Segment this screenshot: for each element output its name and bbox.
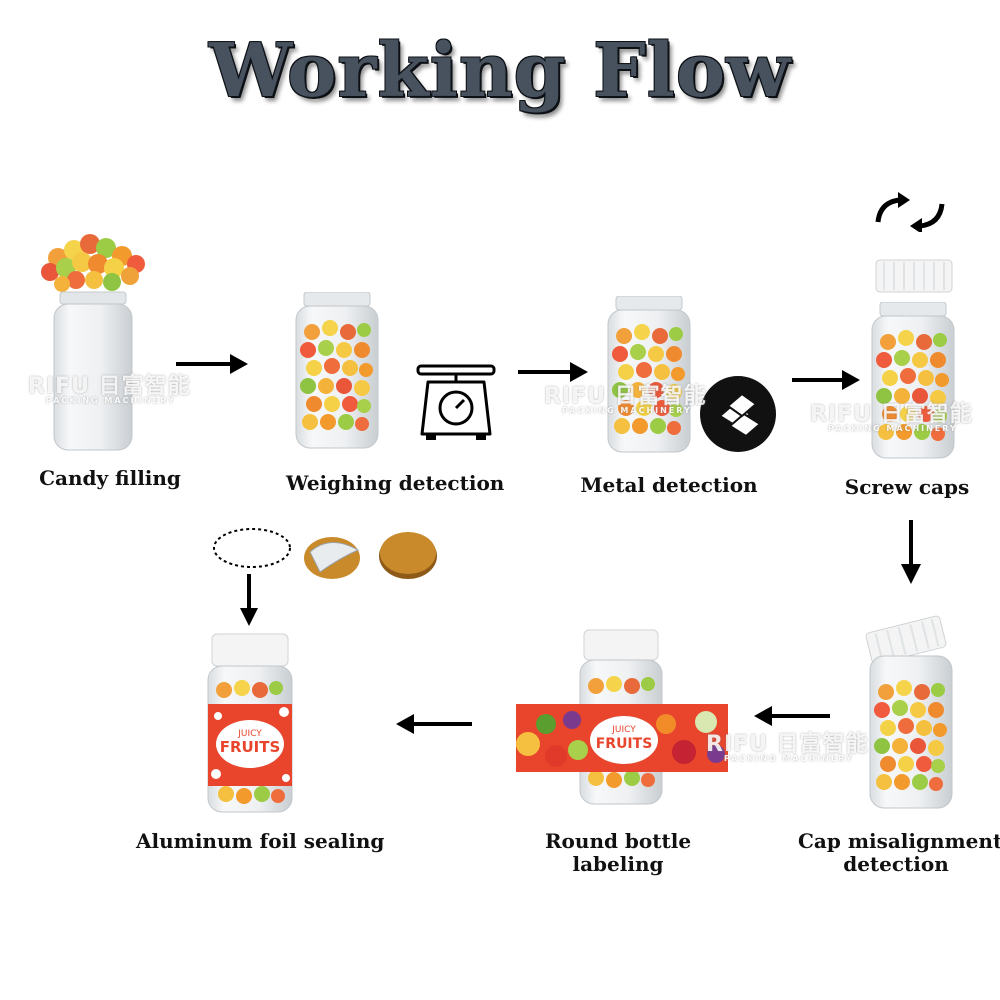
- arrow-right-icon: [518, 362, 588, 382]
- step-label-aluminum-foil-sealing: Aluminum foil sealing: [136, 829, 385, 853]
- step-label-candy-filling: Candy filling: [39, 466, 181, 490]
- arrow-right-icon: [176, 354, 248, 374]
- screw-cap-figure: [875, 259, 953, 293]
- watermark: RIFU 日富智能 PACKING MACHINERY: [810, 402, 973, 433]
- weighing-bottle-figure: [295, 292, 379, 449]
- sealed-bottle-figure: JUICY FRUITS: [207, 633, 293, 813]
- watermark: RIFU 日富智能 PACKING MACHINERY: [544, 384, 707, 415]
- foil-seal-outline: [213, 528, 291, 568]
- step-label-cap-misalignment: Cap misalignment detection: [798, 829, 1000, 876]
- arrow-left-icon: [396, 714, 472, 734]
- candy-pile: [41, 234, 145, 292]
- watermark: RIFU 日富智能 PACKING MACHINERY: [706, 732, 869, 763]
- watermark: RIFU 日富智能 PACKING MACHINERY: [28, 374, 191, 405]
- arrow-down-icon: [901, 520, 921, 584]
- arrow-down-icon: [240, 574, 258, 626]
- cap-misalignment-bottle-figure: [869, 655, 953, 809]
- tilted-cap-figure: [865, 615, 947, 665]
- page-title: Working Flow: [209, 28, 791, 114]
- screw-caps-bottle-figure: [871, 302, 955, 459]
- metal-detection-bottle-figure: [607, 296, 691, 453]
- candy-filling-figure: [41, 234, 145, 451]
- svg-text:JUICY: JUICY: [237, 729, 262, 739]
- foil-seal-peeling-figure: [304, 537, 360, 579]
- step-label-round-bottle-labeling: Round bottle labeling: [544, 829, 692, 876]
- metal-bars-icon: [700, 376, 776, 452]
- step-label-weighing-detection: Weighing detection: [286, 471, 505, 495]
- svg-text:JUICY: JUICY: [611, 725, 636, 735]
- fruit-label-strip: JUICY FRUITS: [516, 704, 728, 772]
- foil-seal-gold-figure: [379, 532, 437, 579]
- svg-text:FRUITS: FRUITS: [596, 736, 653, 752]
- step-label-metal-detection: Metal detection: [580, 473, 758, 497]
- arrow-right-icon: [792, 370, 860, 390]
- scale-icon: [416, 364, 496, 440]
- arrow-left-icon: [754, 706, 830, 726]
- step-label-screw-caps: Screw caps: [844, 475, 970, 499]
- svg-text:FRUITS: FRUITS: [220, 738, 281, 756]
- rotate-arrows-icon: [875, 192, 945, 232]
